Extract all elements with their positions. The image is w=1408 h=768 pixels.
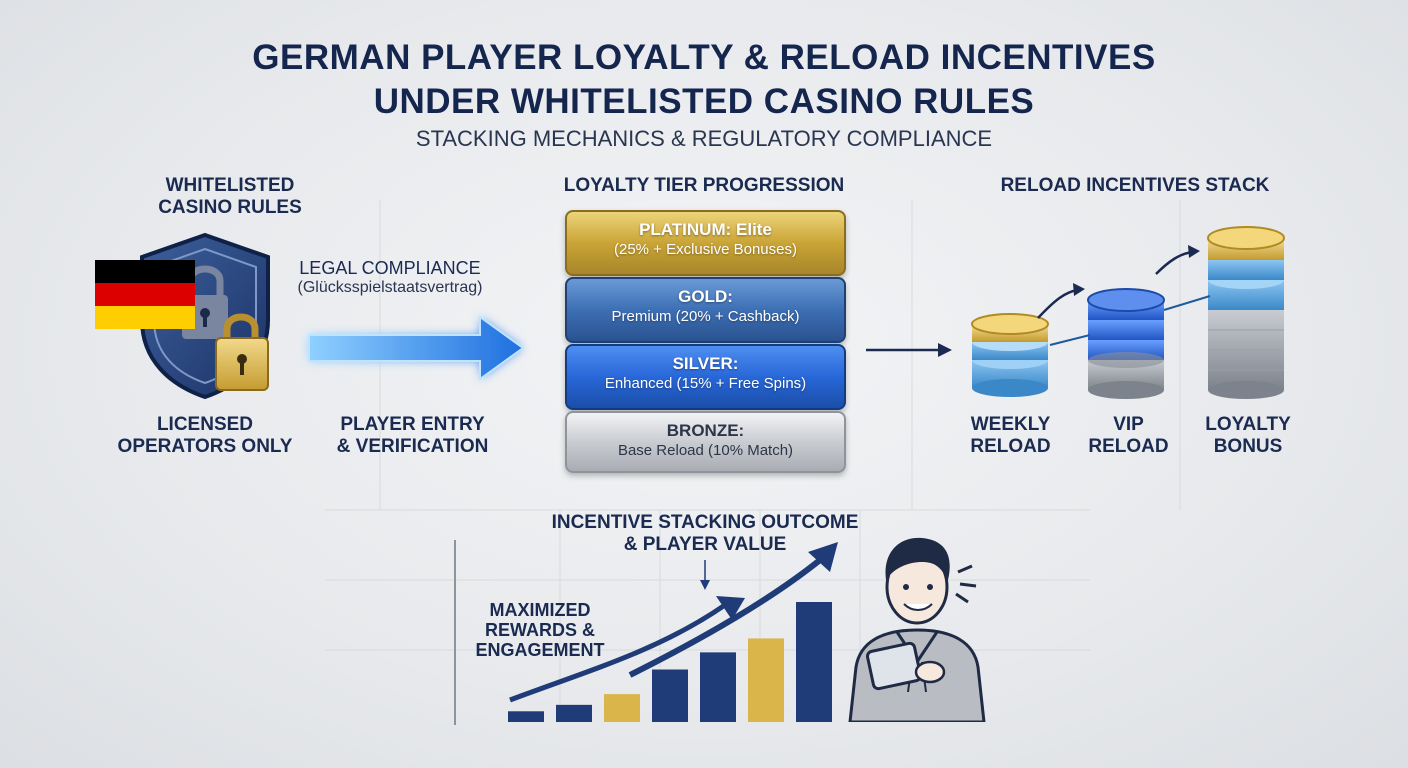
whitelisted-heading-line2: CASINO RULES xyxy=(158,197,302,218)
maximized-line2: REWARDS & xyxy=(484,620,595,640)
loyalty-bonus-line1: LOYALTY xyxy=(1205,414,1291,435)
tier-bronze: BRONZE: Base Reload (10% Match) xyxy=(565,411,846,473)
weekly-reload-line2: RELOAD xyxy=(970,436,1051,457)
outcome-heading: INCENTIVE STACKING OUTCOME & PLAYER VALU… xyxy=(520,512,890,556)
page-title-line1: GERMAN PLAYER LOYALTY & RELOAD INCENTIVE… xyxy=(252,38,1156,77)
tier-silver: SILVER: Enhanced (15% + Free Spins) xyxy=(565,344,846,410)
loyalty-bonus-line2: BONUS xyxy=(1213,436,1283,457)
page-title-line2: UNDER WHITELISTED CASINO RULES xyxy=(373,82,1035,121)
legal-compliance-block: LEGAL COMPLIANCE (Glücksspielstaatsvertr… xyxy=(275,258,505,297)
tier-bronze-desc: Base Reload (10% Match) xyxy=(617,442,794,459)
licensed-label-line2: OPERATORS ONLY xyxy=(117,436,293,457)
chart-bar-6 xyxy=(748,638,784,722)
legal-compliance-title: LEGAL COMPLIANCE xyxy=(299,258,481,278)
weekly-reload-stack xyxy=(971,313,1049,397)
chart-bar-7 xyxy=(796,602,832,722)
player-entry-line1: PLAYER ENTRY xyxy=(340,414,485,435)
whitelisted-heading-line1: WHITELISTED xyxy=(165,175,295,196)
chart-bar-3 xyxy=(604,694,640,722)
tiers-to-reload-arrow-icon xyxy=(866,343,952,357)
vip-reload-line2: RELOAD xyxy=(1088,436,1169,457)
tier-gold-name: GOLD: xyxy=(678,287,733,306)
licensed-operators-label: LICENSED OPERATORS ONLY xyxy=(100,414,310,458)
weekly-reload-label: WEEKLY RELOAD xyxy=(958,414,1063,458)
coin-stacks-icon xyxy=(971,226,1285,399)
chart-bar-4 xyxy=(652,669,688,722)
legal-compliance-subtitle: (Glücksspielstaatsvertrag) xyxy=(297,279,483,296)
chart-bar-2 xyxy=(556,704,592,722)
chart-bar-5 xyxy=(700,652,736,722)
vip-reload-stack xyxy=(1087,288,1165,399)
maximized-rewards-label: MAXIMIZED REWARDS & ENGAGEMENT xyxy=(455,600,625,660)
outcome-heading-line2: & PLAYER VALUE xyxy=(623,534,787,555)
vip-reload-label: VIP RELOAD xyxy=(1076,414,1181,458)
weekly-reload-line1: WEEKLY xyxy=(970,414,1051,435)
flag-black-stripe xyxy=(95,260,195,283)
outcome-bar-chart xyxy=(454,540,838,725)
tier-silver-desc: Enhanced (15% + Free Spins) xyxy=(604,375,807,392)
tier-gold-desc: Premium (20% + Cashback) xyxy=(611,308,800,325)
player-entry-label: PLAYER ENTRY & VERIFICATION xyxy=(315,414,510,458)
loyalty-tier-heading: LOYALTY TIER PROGRESSION xyxy=(563,175,845,196)
vip-reload-line1: VIP xyxy=(1113,414,1144,435)
licensed-label-line1: LICENSED xyxy=(156,414,254,435)
reload-stack-heading: RELOAD INCENTIVES STACK xyxy=(1000,175,1270,196)
maximized-line1: MAXIMIZED xyxy=(489,600,591,620)
whitelisted-heading: WHITELISTED CASINO RULES xyxy=(120,175,340,219)
tier-platinum-desc: (25% + Exclusive Bonuses) xyxy=(613,241,797,258)
shield-lock-icon xyxy=(95,232,270,400)
player-entry-line2: & VERIFICATION xyxy=(336,436,489,457)
tier-platinum: PLATINUM: Elite (25% + Exclusive Bonuses… xyxy=(565,210,846,276)
maximized-line3: ENGAGEMENT xyxy=(475,640,605,660)
tier-gold: GOLD: Premium (20% + Cashback) xyxy=(565,277,846,343)
outcome-heading-line1: INCENTIVE STACKING OUTCOME xyxy=(551,512,859,533)
player-avatar-icon xyxy=(848,537,986,722)
chart-bar-1 xyxy=(508,711,544,722)
loyalty-bonus-stack xyxy=(1207,226,1285,399)
tier-silver-name: SILVER: xyxy=(672,354,739,373)
tier-bronze-name: BRONZE: xyxy=(666,421,745,440)
loyalty-bonus-label: LOYALTY BONUS xyxy=(1188,414,1308,458)
tier-platinum-name: PLATINUM: Elite xyxy=(639,220,772,239)
entry-arrow-icon xyxy=(308,315,525,381)
page-subtitle: STACKING MECHANICS & REGULATORY COMPLIAN… xyxy=(415,126,993,151)
